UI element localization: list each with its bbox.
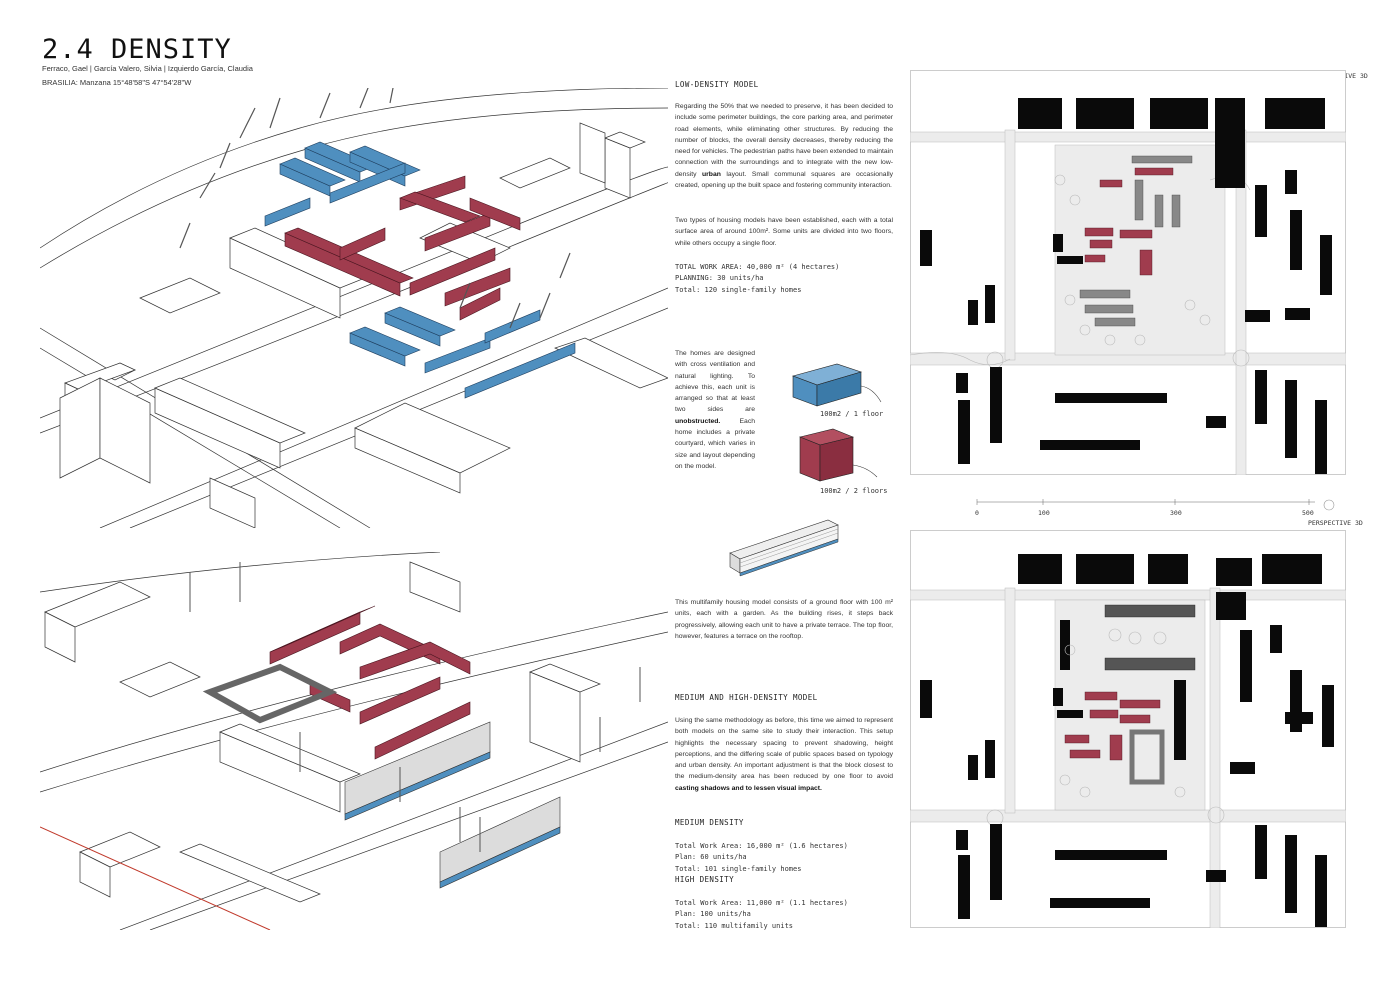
authors-line: Ferraco, Gael | García Valero, Silvia | … [42, 64, 253, 73]
low-stat-total: Total: 120 single-family homes [675, 286, 802, 294]
low-stat-planning: PLANNING: 30 units/ha [675, 274, 764, 282]
black-perimeter-blocks [920, 98, 1332, 474]
blue-housing-units [264, 141, 576, 399]
grey-courtyard-block [202, 663, 338, 724]
red-unit-label: 100m2 / 2 floors [820, 487, 888, 495]
homes-desc-a: The homes are designed with cross ventil… [675, 350, 755, 414]
multifamily-stepped-blocks [344, 721, 561, 889]
scale-bar [976, 499, 1335, 511]
perspective-label-bottom: PERSPECTIVE 3D [1308, 519, 1363, 527]
high-stat-area: Total Work Area: 11,000 m² (1.1 hectares… [675, 899, 848, 907]
multifamily-model [729, 519, 839, 577]
high-density-heading: HIGH DENSITY [675, 875, 734, 884]
high-stat-plan: Plan: 100 units/ha [675, 910, 751, 918]
medium-high-paragraph: Using the same methodology as before, th… [675, 715, 893, 794]
red-units-plan-2 [1064, 691, 1161, 761]
medium-density-heading: MEDIUM DENSITY [675, 818, 744, 827]
site-plan-low-density [910, 70, 1346, 475]
multifamily-paragraph: This multifamily housing model consists … [675, 599, 893, 640]
low-stat-area: TOTAL WORK AREA: 40,000 m² (4 hectares) [675, 263, 840, 271]
scale-100: 100 [1038, 509, 1050, 517]
mid-p-text: Using the same methodology as before, th… [675, 717, 893, 781]
mid-p-bold: casting shadows and to lessen visual imp… [675, 784, 822, 792]
low-p1-end: layout. Small communal squares are occas… [675, 170, 893, 190]
low-density-paragraph-2: Two types of housing models have been es… [675, 217, 893, 247]
low-p1-bold: urban [702, 170, 721, 178]
page-title: 2.4 DENSITY [42, 34, 232, 65]
medium-high-density-axonometric [40, 552, 668, 930]
high-stat-total: Total: 110 multifamily units [675, 922, 794, 930]
multifamily-plan-strips [1104, 604, 1196, 671]
medium-high-heading: MEDIUM AND HIGH-DENSITY MODEL [675, 693, 818, 702]
medium-stat-area: Total Work Area: 16,000 m² (1.6 hectares… [675, 842, 848, 850]
site-plan-medium-high-density [910, 530, 1346, 928]
low-density-paragraph-1: Regarding the 50% that we needed to pres… [675, 101, 893, 191]
low-density-axonometric [40, 88, 668, 528]
low-p1-text: Regarding the 50% that we needed to pres… [675, 103, 893, 178]
scale-500: 500 [1302, 509, 1314, 517]
red-housing-units [284, 175, 521, 321]
grey-units-plan [1079, 155, 1193, 327]
low-density-heading: LOW-DENSITY MODEL [675, 80, 759, 89]
homes-desc-b: Each home includes a private courtyard, … [675, 417, 755, 470]
homes-description: The homes are designed with cross ventil… [675, 348, 755, 472]
black-perimeter-blocks-2 [920, 554, 1334, 927]
medium-stat-plan: Plan: 60 units/ha [675, 853, 747, 861]
red-units-plan [1084, 167, 1174, 276]
scale-300: 300 [1170, 509, 1182, 517]
scale-0: 0 [975, 509, 979, 517]
blue-unit-model [792, 363, 882, 407]
location-line: BRASILIA: Manzana 15°48'58"S 47°54'28"W [42, 78, 192, 87]
medium-stat-total: Total: 101 single-family homes [675, 865, 802, 873]
homes-desc-bold: unobstructed. [675, 417, 721, 425]
blue-unit-label: 100m2 / 1 floor [820, 410, 884, 418]
red-unit-model [799, 428, 878, 482]
